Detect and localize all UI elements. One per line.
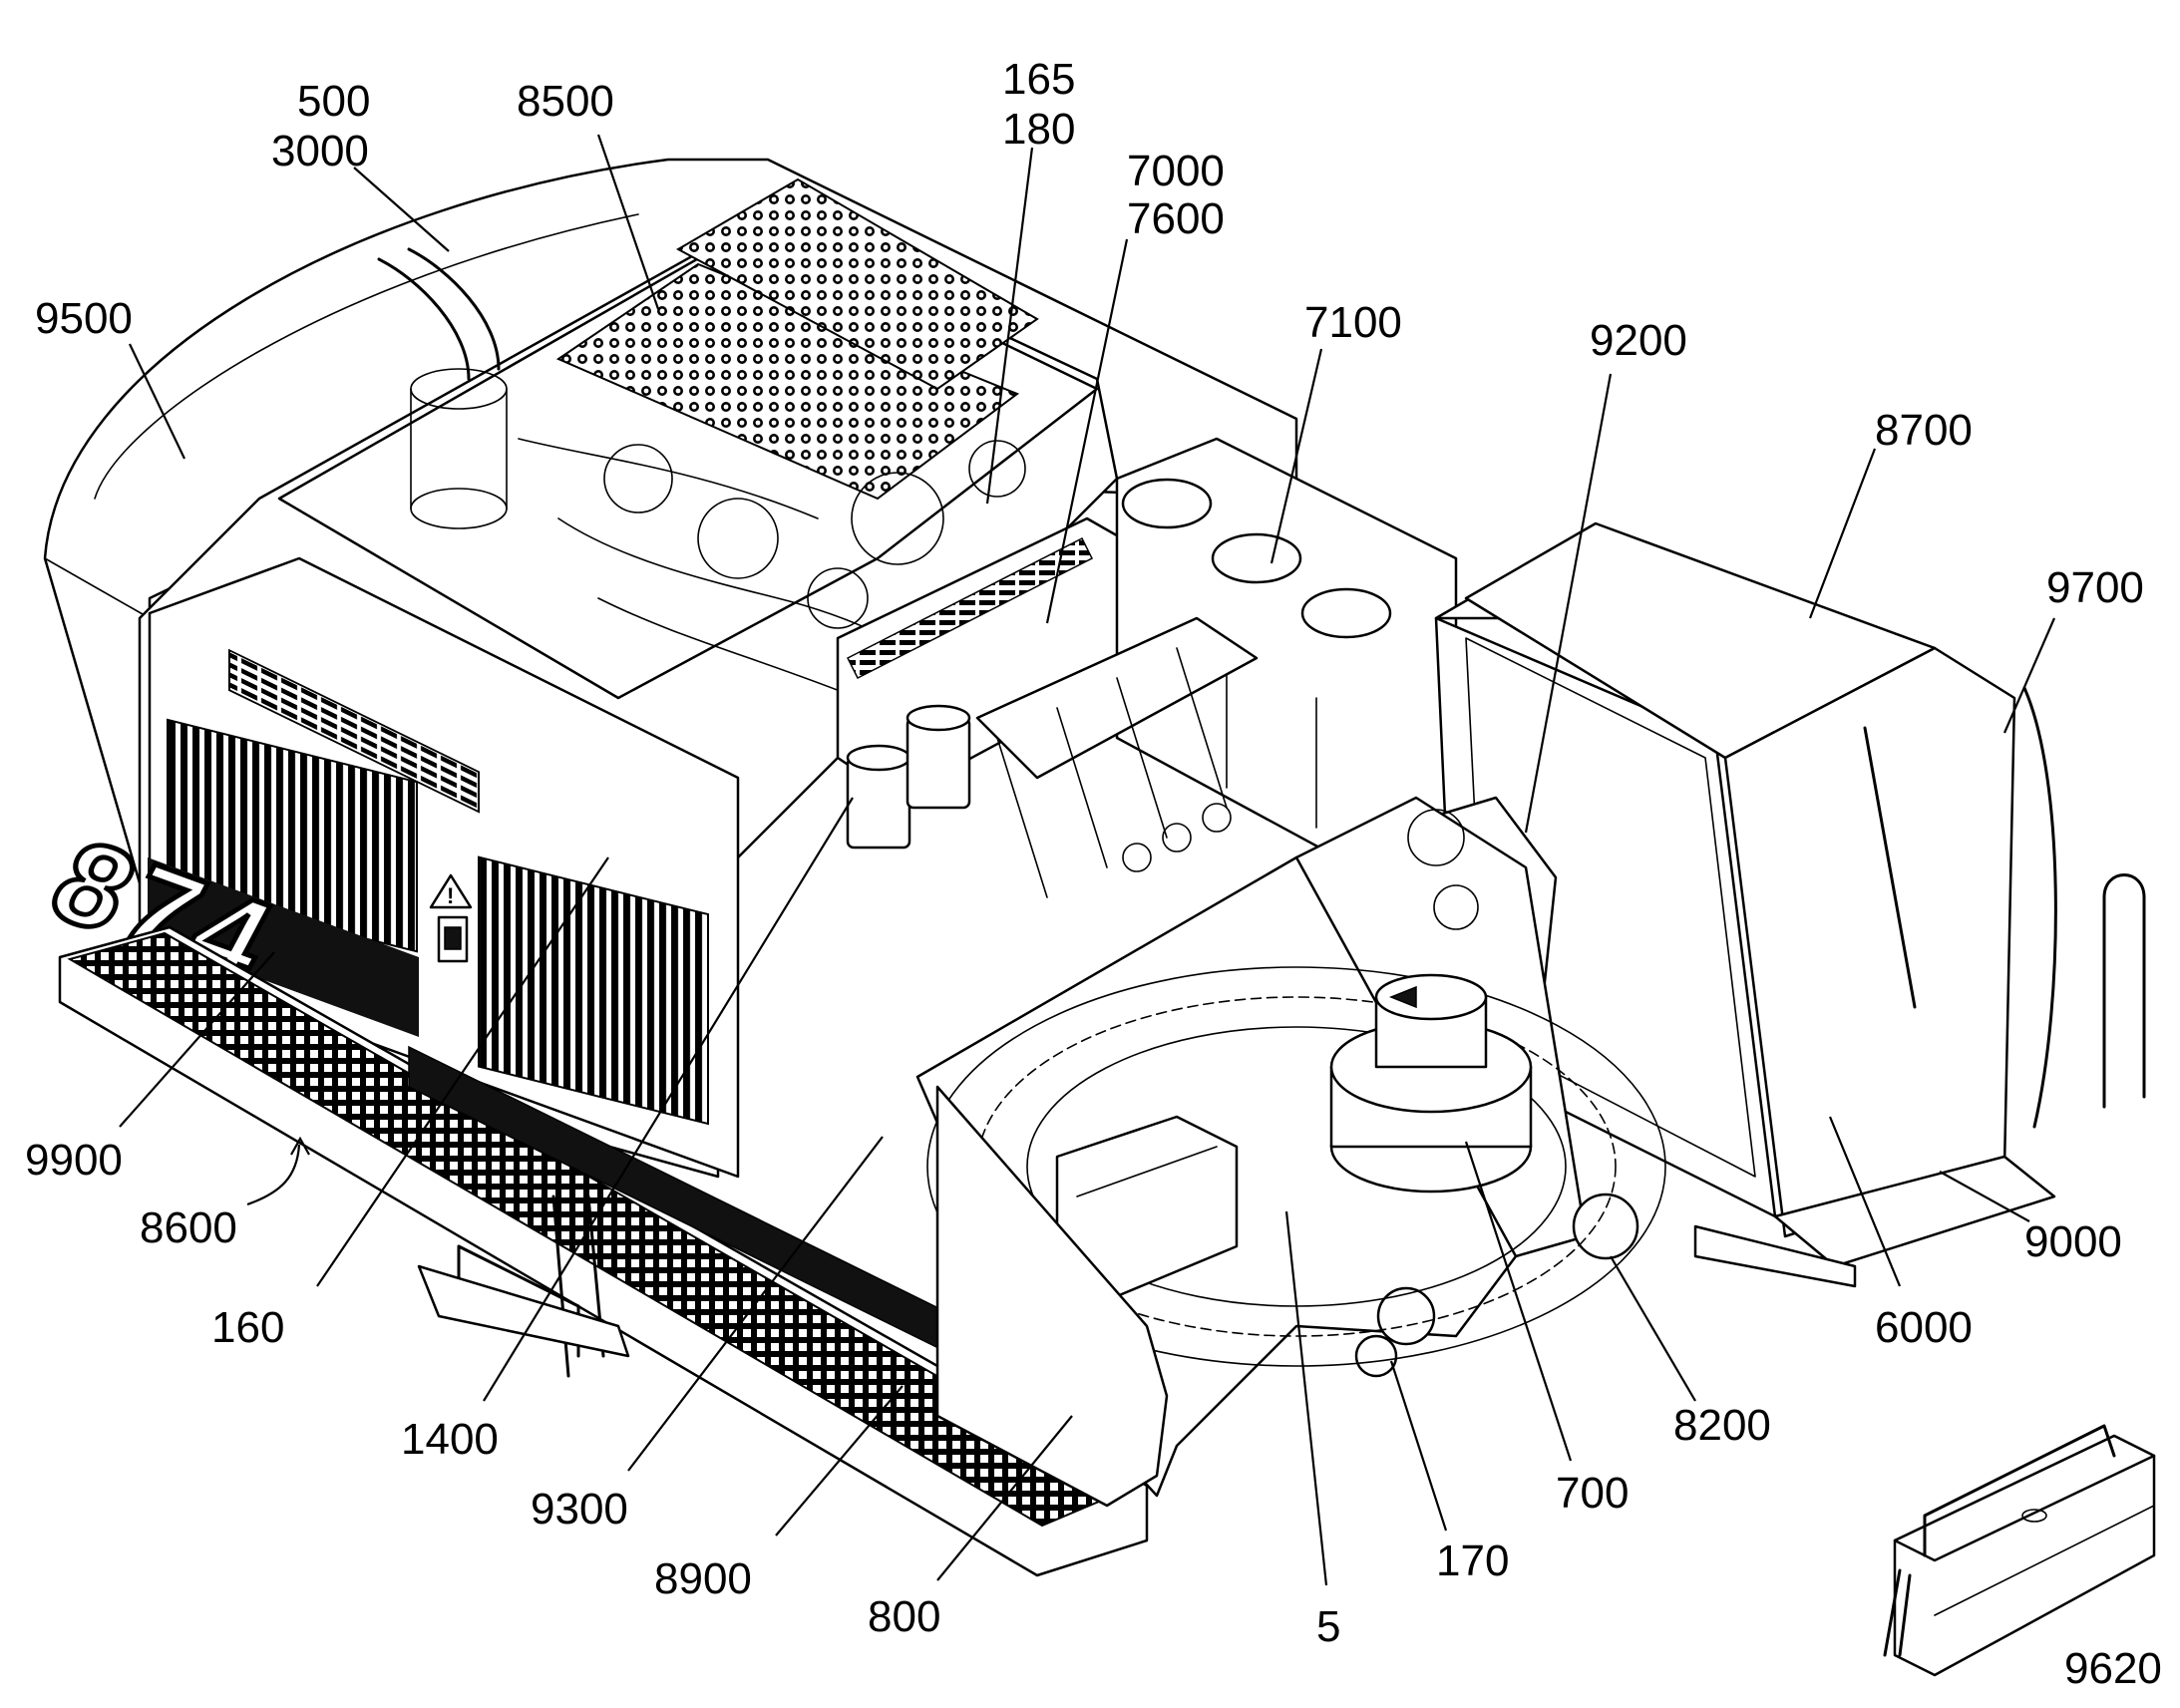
callout-170: 170 <box>1436 1537 1509 1585</box>
machine-illustration: 874 ! <box>28 158 2156 1677</box>
callout-6000: 6000 <box>1875 1303 1973 1352</box>
callout-9700: 9700 <box>2046 563 2144 612</box>
callout-8600: 8600 <box>140 1203 237 1252</box>
leader-8600-arrow <box>290 1136 310 1156</box>
toolbox-icon <box>1883 1424 2156 1677</box>
leader-500 <box>353 167 450 252</box>
callout-180: 180 <box>1002 105 1075 154</box>
callout-9620: 9620 <box>2064 1644 2162 1693</box>
svg-text:!: ! <box>447 883 454 908</box>
callout-5: 5 <box>1316 1602 1340 1651</box>
cab-handrail <box>2022 686 2057 1129</box>
leader-8200 <box>1610 1255 1696 1402</box>
callout-labels: 500 3000 8500 165 180 7000 7600 9500 710… <box>25 55 2162 1693</box>
leader-7000 <box>1045 238 1129 624</box>
leader-170 <box>1389 1360 1448 1532</box>
callout-8900: 8900 <box>654 1554 752 1603</box>
callout-165: 165 <box>1002 55 1075 104</box>
tank-cap-1 <box>1121 478 1213 529</box>
tank-cap-3 <box>1300 587 1392 639</box>
callout-800: 800 <box>868 1592 940 1641</box>
tank-cap-2 <box>1211 532 1302 584</box>
leader-700 <box>1464 1141 1573 1462</box>
leader-8600 <box>246 1144 301 1206</box>
callout-500: 500 <box>297 77 370 126</box>
base-plate <box>935 1085 1169 1508</box>
callout-700: 700 <box>1556 1469 1629 1518</box>
side-ladder <box>417 1195 630 1378</box>
callout-9300: 9300 <box>531 1485 628 1534</box>
callout-160: 160 <box>211 1303 284 1352</box>
callout-8200: 8200 <box>1673 1401 1771 1450</box>
leader-8500 <box>596 134 660 310</box>
cab-wiper <box>1863 726 1917 1009</box>
callout-9900: 9900 <box>25 1136 123 1185</box>
leader-9200 <box>1524 373 1613 834</box>
control-valve-block <box>975 616 1259 898</box>
leader-8700 <box>1808 448 1877 619</box>
left-grille-lower <box>478 855 709 1126</box>
callout-9200: 9200 <box>1590 316 1687 365</box>
leader-9900 <box>119 951 275 1128</box>
leader-6000 <box>1828 1116 1902 1287</box>
leader-lines <box>119 134 2056 1586</box>
callout-7100: 7100 <box>1304 298 1402 347</box>
leader-160 <box>316 856 609 1287</box>
callout-8700: 8700 <box>1875 406 1973 455</box>
callout-7000: 7000 <box>1127 147 1225 195</box>
leader-9500 <box>129 343 185 460</box>
callout-9000: 9000 <box>2024 1217 2122 1266</box>
leader-800 <box>936 1415 1073 1581</box>
leader-8900 <box>775 1385 904 1537</box>
callout-3000: 3000 <box>271 127 369 175</box>
cab-front-window <box>1723 646 2016 1238</box>
leader-5 <box>1284 1210 1328 1586</box>
leader-9000 <box>1939 1171 2030 1222</box>
callout-1400: 1400 <box>401 1415 499 1464</box>
swing-drive-motor <box>1329 973 1533 1194</box>
engine-mesh-grille-2 <box>675 177 1039 391</box>
warning-sign-icon: ! <box>429 873 473 963</box>
callout-9500: 9500 <box>35 294 133 343</box>
leader-7100 <box>1270 348 1323 564</box>
leader-1400 <box>483 797 854 1402</box>
callout-8500: 8500 <box>517 77 614 126</box>
oil-filter-canisters <box>846 704 971 850</box>
callout-7600: 7600 <box>1127 194 1225 243</box>
leader-165 <box>985 147 1034 505</box>
leader-9300 <box>627 1136 884 1472</box>
engine-mesh-grille-1 <box>555 262 1020 501</box>
leader-9700 <box>2002 617 2056 734</box>
